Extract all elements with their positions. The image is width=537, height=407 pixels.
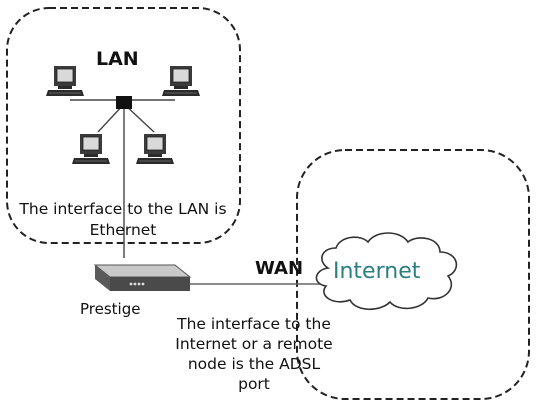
internet-region [296,149,530,400]
hub-icon [116,96,132,109]
wan-title: WAN [255,258,304,279]
cloud-shape [315,232,458,311]
computer-icon [45,65,85,97]
computer-icon [71,133,111,165]
computer-icon [161,65,201,97]
computer-icon [135,133,175,165]
router-icon [93,264,192,291]
lan-interface-note: The interface to the LAN is Ethernet [19,200,227,239]
lan-title: LAN [96,48,139,70]
internet-label: Internet [333,259,421,284]
router-label: Prestige [80,300,141,318]
internet-interface-note: The interface to the Internet or a remot… [175,315,333,393]
